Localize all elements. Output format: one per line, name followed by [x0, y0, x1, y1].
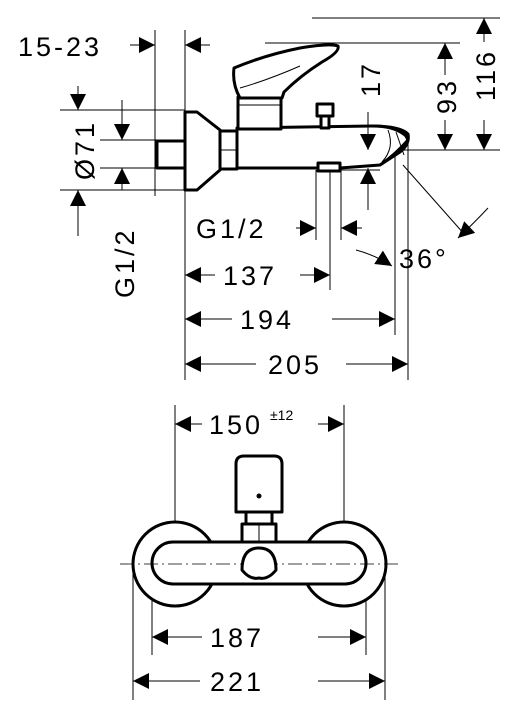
dim-height-116: 116: [471, 49, 501, 101]
wall-rosette: [183, 110, 222, 192]
dim-height-17: 17: [356, 61, 386, 97]
front-handle: [234, 454, 284, 514]
dim-projection-194: 194: [240, 305, 294, 335]
front-outlet: [240, 546, 278, 580]
dim-projection-205: 205: [268, 350, 322, 380]
inlet-connector: [155, 139, 187, 170]
front-stem: [244, 510, 274, 526]
diverter-knob: [315, 102, 335, 118]
dim-wall-offset: 15-23: [18, 32, 102, 62]
dim-width-187: 187: [210, 623, 264, 653]
handle-indicator: [256, 493, 262, 499]
dim-centers: 150: [209, 410, 263, 440]
dim-width-221: 221: [210, 667, 264, 697]
dim-outlet-thread: G1/2: [196, 214, 267, 244]
front-view: 150 ±12 187 221: [120, 405, 400, 700]
dim-spout-angle: 36°: [399, 244, 449, 274]
outlet-aerator: [316, 161, 342, 173]
dim-inlet-thread: G1/2: [110, 227, 140, 298]
dim-projection-137: 137: [223, 261, 277, 291]
dim-rosette-diameter: Ø71: [70, 120, 100, 180]
dim-centers-tolerance: ±12: [270, 407, 293, 423]
dim-height-93: 93: [432, 78, 462, 114]
side-view: 15-23 Ø71 G1/2 17 93 116 G1/2 137 194: [18, 17, 501, 380]
cartridge-housing: [236, 95, 283, 131]
